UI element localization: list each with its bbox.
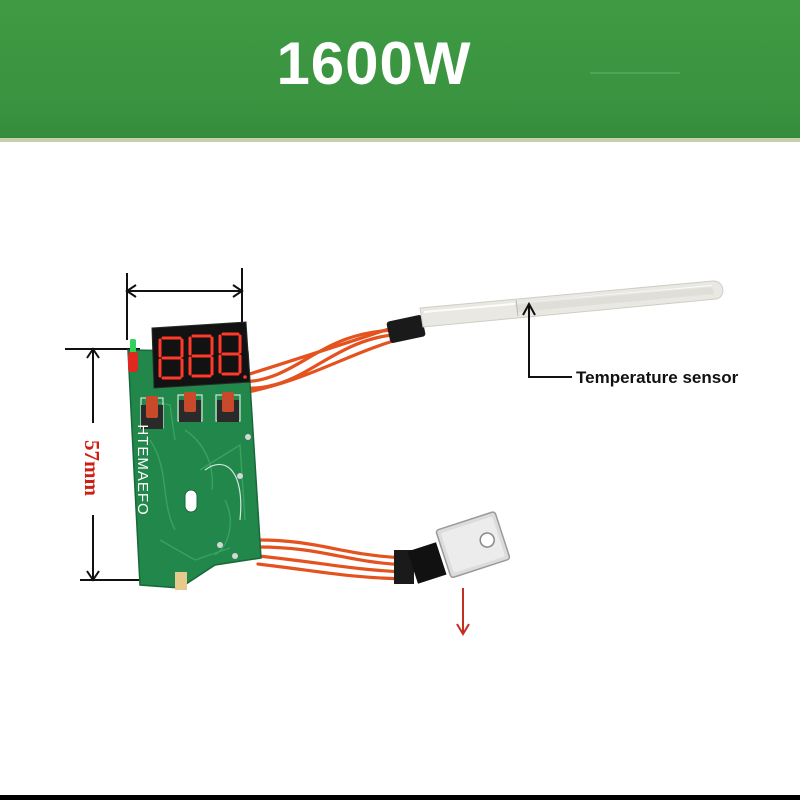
button-right	[217, 392, 239, 422]
bottom-border	[0, 795, 800, 800]
seven-segment-display	[151, 321, 251, 389]
sensor-callout-arrow-icon	[522, 301, 572, 378]
banner-glare	[590, 72, 680, 74]
banner-title: 1600W	[276, 30, 472, 97]
button-middle	[179, 392, 201, 422]
heat-shrink-sleeve	[386, 315, 426, 343]
temperature-probe	[419, 280, 724, 328]
sensor-wires	[241, 324, 406, 395]
dimension-label: 57mm	[80, 440, 104, 496]
push-buttons	[141, 392, 239, 429]
status-leds	[128, 339, 138, 372]
thermistor-wires	[256, 538, 410, 581]
title-banner: 1600W	[0, 0, 800, 142]
board-brand-text: HTEMAEFO	[134, 424, 151, 515]
down-arrow-icon	[456, 588, 470, 636]
width-dimension-arrow-icon	[125, 268, 244, 340]
button-left	[141, 396, 163, 429]
temperature-sensor-label: Temperature sensor	[576, 368, 739, 387]
thermistor-tab	[435, 511, 511, 579]
connector-block	[394, 542, 447, 584]
